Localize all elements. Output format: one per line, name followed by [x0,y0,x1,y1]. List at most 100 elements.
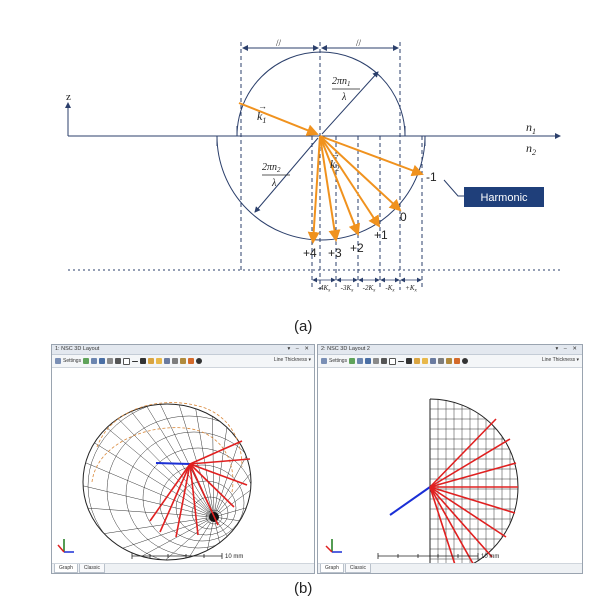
pan-icon[interactable] [430,358,437,364]
radius-n1-arrow [321,71,379,135]
kx-label-minus1: -Kx [385,284,395,294]
scale-bar-label: 10 mm [225,554,243,560]
order-label-p1: +1 [374,228,388,242]
rotate-icon[interactable] [422,358,429,364]
window-controls[interactable]: ▾ – ✕ [287,346,311,352]
text-icon[interactable] [406,358,413,364]
order-label-p2: +2 [350,241,364,255]
z-axis-label: z [66,91,71,103]
incident-ray-blue [389,486,431,516]
ray-order-p2 [319,135,360,236]
nsc-3d-layout-window-2[interactable]: 2: NSC 3D Layout 2 ▾ – ✕ Settings Line T… [317,344,583,574]
kx-label-minus2: -2Kx [363,284,377,294]
copy-icon[interactable] [91,358,98,364]
caption-b: (b) [294,580,313,597]
order-label-0: 0 [400,210,407,224]
window-titlebar[interactable]: 1: NSC 3D Layout ▾ – ✕ [52,345,314,355]
n2-circle-arc [216,135,426,241]
svg-text:→: → [331,149,340,159]
equal-mark-left: // [276,38,282,48]
pencil-icon[interactable] [381,358,388,364]
layout-toolbar: Settings Line Thickness ▾ [52,355,314,368]
line-thickness-dropdown[interactable]: Line Thickness ▾ [541,357,579,363]
pencil-icon[interactable] [115,358,122,364]
radius-n2-label: 2πn2 λ [262,162,290,189]
copy-icon[interactable] [357,358,364,364]
fit-icon[interactable] [172,358,179,364]
n1-circle-arc [236,51,406,137]
caption-a: (a) [294,318,313,335]
coordinate-axes-icon [57,539,74,553]
n1-label: n1 [526,120,536,136]
tab-graph[interactable]: Graph [320,564,344,573]
zoom-icon[interactable] [148,358,155,364]
svg-text:→: → [258,101,267,111]
k2-label: k2 [330,157,339,173]
order-label-minus1: -1 [426,170,437,184]
ray-order-0 [319,135,402,212]
pan-icon[interactable] [164,358,171,364]
refresh-icon[interactable] [83,358,90,364]
tab-graph[interactable]: Graph [54,564,78,573]
3d-layout-viewport-2[interactable]: 10 mm [318,367,582,564]
diffraction-diagram: z n1 n2 // // 2πn1 λ 2πn2 λ k1 → [65,38,561,294]
zoom-icon[interactable] [414,358,421,364]
nsc-3d-layout-window-1[interactable]: 1: NSC 3D Layout ▾ – ✕ Settings Line Thi… [51,344,315,574]
svg-text:λ: λ [341,92,347,103]
export-icon[interactable] [188,358,195,364]
harmonic-box [464,187,544,207]
settings-button[interactable]: Settings [329,358,348,364]
n2-label: n2 [526,141,536,157]
lock-icon[interactable] [180,358,187,364]
text-icon[interactable] [140,358,147,364]
radius-n1-label: 2πn1 λ [332,76,360,103]
window-title: 2: NSC 3D Layout 2 [321,346,370,352]
rotate-icon[interactable] [156,358,163,364]
harmonic-leader-line [443,179,464,197]
lock-icon[interactable] [446,358,453,364]
line-icon[interactable] [132,360,139,362]
svg-text:2πn1: 2πn1 [332,76,351,88]
equal-mark-right: // [356,38,362,48]
kx-label-plus1: +Kx [405,284,417,294]
3d-layout-viewport-1[interactable]: 10 mm [52,367,314,564]
svg-text:2πn2: 2πn2 [262,162,281,174]
tab-classic[interactable]: Classic [78,564,106,573]
window-tabs: Graph Classic [52,563,314,573]
settings-button[interactable]: Settings [63,358,82,364]
harmonic-label: Harmonic [480,192,528,204]
window-titlebar[interactable]: 2: NSC 3D Layout 2 ▾ – ✕ [318,345,582,355]
ray-order-minus1 [319,135,424,177]
options-icon[interactable] [196,358,203,364]
settings-icon[interactable] [55,358,61,364]
hemisphere-boundary [91,402,243,493]
line-icon[interactable] [398,360,405,362]
svg-text:λ: λ [271,178,277,189]
rectangle-icon[interactable] [389,357,397,365]
tab-classic[interactable]: Classic [344,564,372,573]
export-icon[interactable] [454,358,461,364]
ray-order-p4 [307,135,321,244]
save-icon[interactable] [99,358,106,364]
print-icon[interactable] [373,358,380,364]
kx-label-minus3: -3Kx [341,284,355,294]
order-label-p3: +3 [328,246,342,260]
order-label-p4: +4 [303,246,317,260]
settings-icon[interactable] [321,358,327,364]
line-thickness-dropdown[interactable]: Line Thickness ▾ [273,357,311,363]
layout-toolbar: Settings Line Thickness ▾ [318,355,582,368]
options-icon[interactable] [462,358,469,364]
ray-order-p1 [319,135,381,228]
fit-icon[interactable] [438,358,445,364]
rectangle-icon[interactable] [123,357,131,365]
window-tabs: Graph Classic [318,563,582,573]
diffracted-rays-red [429,418,518,564]
scale-bar [377,553,479,559]
k1-incident-ray [238,102,319,136]
scale-bar-label: 10 mm [481,554,499,560]
save-icon[interactable] [365,358,372,364]
refresh-icon[interactable] [349,358,356,364]
window-controls[interactable]: ▾ – ✕ [555,346,579,352]
incident-ray-blue [155,462,191,465]
print-icon[interactable] [107,358,114,364]
